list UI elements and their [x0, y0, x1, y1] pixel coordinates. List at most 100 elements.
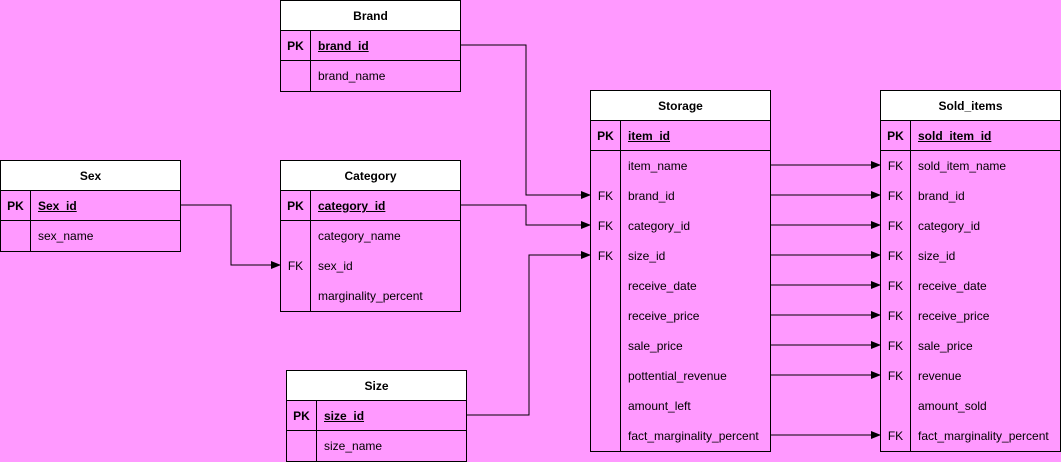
table-title: Sold_items: [881, 91, 1060, 121]
primary-key-row: PK sold_item_id: [881, 121, 1060, 151]
key-column: [1, 221, 31, 251]
pk-field-name: category_id: [318, 199, 386, 213]
key-column: FK: [281, 221, 311, 311]
key-marker: FK: [887, 189, 904, 203]
pk-field-cell: size_id: [317, 401, 466, 431]
field-name: category_name: [318, 229, 401, 243]
key-marker: [591, 301, 620, 331]
key-marker: FK: [887, 219, 904, 233]
field-name: revenue: [918, 369, 962, 383]
pk-field-cell: item_id: [621, 121, 770, 151]
pk-field-name: brand_id: [318, 39, 369, 53]
key-marker: [591, 391, 620, 421]
field-name: fact_marginality_percent: [628, 429, 759, 443]
field-name: size_id: [628, 249, 666, 263]
key-marker: [591, 421, 620, 451]
pk-field-cell: category_id: [311, 191, 460, 221]
pk-field-name: sold_item_id: [918, 129, 992, 143]
pk-marker: PK: [881, 121, 911, 151]
field-name: sold_item_name: [918, 159, 1007, 173]
key-marker: [591, 331, 620, 361]
key-marker: [591, 361, 620, 391]
pk-field-cell: sold_item_id: [911, 121, 1060, 151]
table-title: Storage: [591, 91, 770, 121]
table-body: brand_name: [281, 61, 460, 91]
key-marker: FK: [887, 429, 904, 443]
field-name: item_name: [628, 159, 688, 173]
pk-field-name: size_id: [324, 409, 365, 423]
key-marker: FK: [597, 249, 614, 263]
table-title: Size: [287, 371, 466, 401]
field-name: amount_sold: [918, 399, 987, 413]
field-name: category_id: [628, 219, 691, 233]
table-title: Category: [281, 161, 460, 191]
pk-field-cell: brand_id: [311, 31, 460, 61]
primary-key-row: PK Sex_id: [1, 191, 180, 221]
key-marker: FK: [887, 279, 904, 293]
field-name: sex_id: [318, 259, 353, 273]
field-name: amount_left: [628, 399, 691, 413]
field-column: size_name: [317, 431, 466, 461]
table-title: Brand: [281, 1, 460, 31]
key-marker: [287, 431, 316, 461]
table-title: Sex: [1, 161, 180, 191]
key-marker: [281, 61, 310, 91]
primary-key-row: PK item_id: [591, 121, 770, 151]
key-marker: FK: [597, 189, 614, 203]
field-name: pottential_revenue: [628, 369, 727, 383]
key-marker: FK: [597, 219, 614, 233]
primary-key-row: PK category_id: [281, 191, 460, 221]
pk-marker: PK: [591, 121, 621, 151]
pk-field-cell: Sex_id: [31, 191, 180, 221]
key-marker: [281, 221, 310, 251]
field-name: receive_price: [628, 309, 700, 323]
key-marker: [1, 221, 30, 251]
relation-arrow: [181, 204, 281, 269]
key-column: [287, 431, 317, 461]
key-marker: [281, 281, 310, 311]
field-name: marginality_percent: [318, 289, 423, 303]
table-body: size_name: [287, 431, 466, 461]
table-body: FK FK FK item_name brand_id category_id size_i…: [591, 151, 770, 451]
field-name: receive_date: [918, 279, 987, 293]
relation-arrow: [467, 251, 591, 416]
field-name: sex_name: [38, 229, 94, 243]
field-name: size_name: [324, 439, 383, 453]
table-body: FK category_name sex_id marginality_percent: [281, 221, 460, 311]
field-name: brand_id: [628, 189, 675, 203]
key-column: FK FK FK: [591, 151, 621, 451]
field-column: sex_name: [31, 221, 180, 251]
key-marker: FK: [887, 249, 904, 263]
pk-field-name: item_id: [628, 129, 671, 143]
key-marker: FK: [887, 159, 904, 173]
field-name: category_id: [918, 219, 981, 233]
key-marker: [591, 151, 620, 181]
field-column: category_name sex_id marginality_percent: [311, 221, 460, 311]
key-marker: FK: [887, 339, 904, 353]
pk-marker: PK: [1, 191, 31, 221]
table-body: sex_name: [1, 221, 180, 251]
field-name: brand_id: [918, 189, 965, 203]
relation-arrow: [461, 44, 591, 199]
key-marker: [881, 391, 910, 421]
field-name: sale_price: [918, 339, 973, 353]
relation-arrow: [461, 204, 591, 229]
key-marker: [591, 271, 620, 301]
pk-marker: PK: [281, 191, 311, 221]
key-marker: FK: [887, 309, 904, 323]
pk-field-name: Sex_id: [38, 199, 77, 213]
field-name: receive_price: [918, 309, 990, 323]
